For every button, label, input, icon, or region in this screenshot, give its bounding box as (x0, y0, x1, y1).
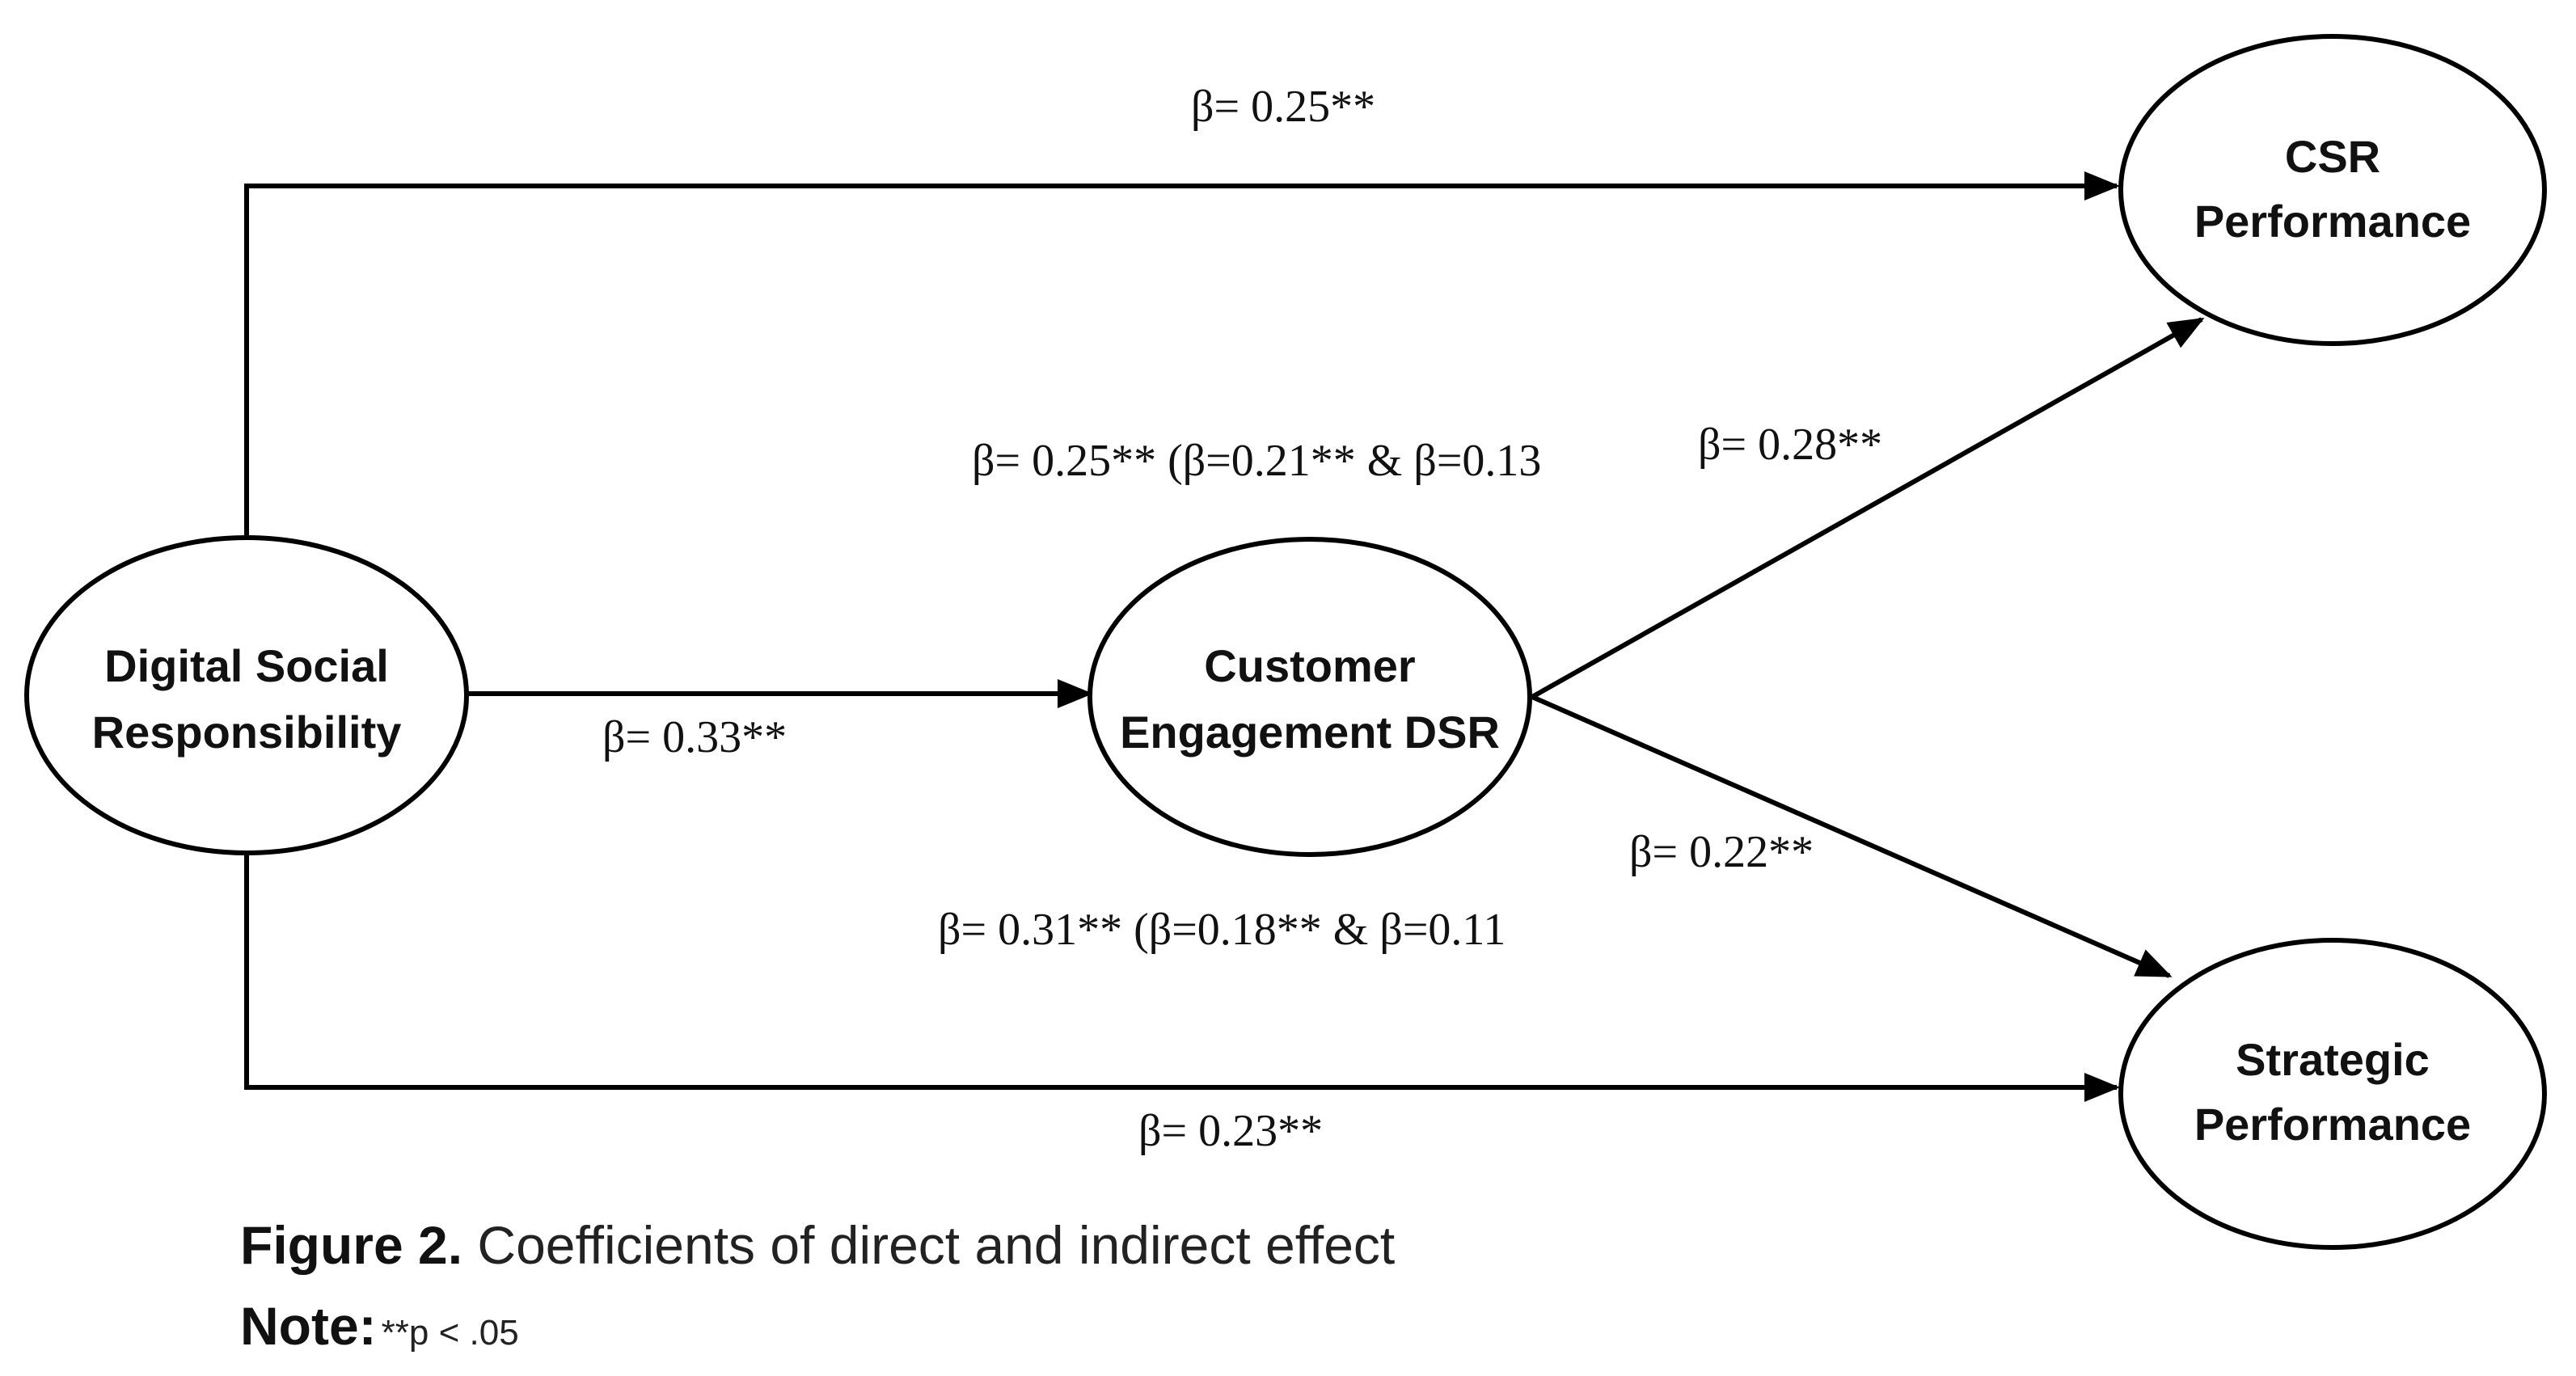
note-label: Note: (240, 1296, 377, 1356)
coef-indirect-strategic: β= 0.31** (β=0.18** & β=0.11 (938, 905, 1505, 955)
coef-dsr-csr: β= 0.25** (1191, 82, 1375, 132)
node-digital-social-responsibility (24, 535, 469, 855)
node-strategic-performance (2118, 938, 2547, 1250)
coef-ce-csr: β= 0.28** (1698, 420, 1882, 470)
node-csr-label-line1: CSR (2285, 131, 2380, 182)
coef-indirect-csr: β= 0.25** (β=0.21** & β=0.13 (972, 436, 1541, 486)
coef-dsr-strategic: β= 0.23** (1138, 1106, 1323, 1156)
node-ce-label-line1: Customer (1204, 640, 1415, 691)
edge-dsr-to-strategic (244, 853, 2120, 1102)
figure-caption: Figure 2. Coefficients of direct and ind… (240, 1215, 1395, 1275)
note-text: **p < .05 (382, 1313, 519, 1353)
node-customer-engagement-dsr (1087, 537, 1532, 857)
node-sp-label-line2: Performance (2194, 1099, 2471, 1150)
edge-dsr-to-csr (244, 171, 2120, 538)
figure-text: Coefficients of direct and indirect effe… (462, 1215, 1395, 1275)
node-sp-label-line1: Strategic (2236, 1034, 2430, 1085)
node-dsr-label-line1: Digital Social (104, 640, 389, 691)
edge-ce-to-csr (1531, 317, 2205, 699)
node-ce-label-line2: Engagement DSR (1120, 707, 1500, 758)
edge-ce-to-strategic (1531, 694, 2173, 978)
figure-note: Note:**p < .05 (240, 1296, 519, 1356)
figure-label: Figure 2. (240, 1215, 462, 1275)
node-csr-performance (2118, 34, 2547, 346)
coef-ce-strategic: β= 0.22** (1629, 827, 1814, 877)
node-dsr-label-line2: Responsibility (92, 707, 402, 758)
coef-dsr-ce: β= 0.33** (602, 712, 787, 762)
node-csr-label-line2: Performance (2194, 196, 2471, 247)
